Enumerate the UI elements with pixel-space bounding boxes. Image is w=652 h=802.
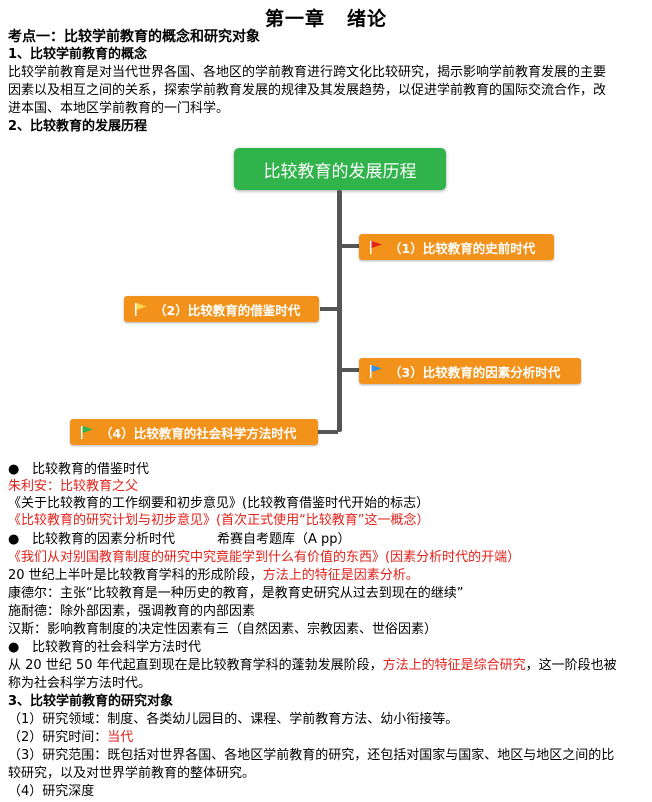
research-time-line: （2）研究时间：当代 xyxy=(8,729,133,747)
subheading-concept: 1、比较学前教育的概念 xyxy=(8,47,148,62)
orange-flag-icon xyxy=(134,302,148,316)
research-plan-line: 《比较教育的研究计划与初步意见》(首次正式使用“比较教育”这一概念） xyxy=(8,513,430,528)
chapter-title: 第一章绪论 xyxy=(0,4,652,31)
chapter-name: 绪论 xyxy=(347,8,388,30)
mindmap-root: 比较教育的发展历程 xyxy=(234,148,446,190)
definition-line-1: 比较学前教育是对当代世界各国、各地区的学前教育进行跨文化比较研究，揭示影响学前教… xyxy=(8,65,607,80)
bullet-icon: ● xyxy=(8,462,20,477)
mindmap-branch-2 xyxy=(320,307,338,311)
chapter-number: 第一章 xyxy=(264,8,325,30)
mindmap-branch-1 xyxy=(342,244,360,248)
hans-line: 汉斯：影响教育制度的决定性因素有三（自然因素、宗教因素、世俗因素） xyxy=(8,622,438,637)
bullet-item-factor: ● 比较教育的因素分析时代 希赛自考题库（A pp） xyxy=(8,531,351,549)
line-text: （2）研究时间： xyxy=(8,730,108,745)
research-depth-line: （4）研究深度 xyxy=(8,784,95,799)
watermark-text: 希赛自考题库（A pp） xyxy=(217,532,351,547)
mindmap-branch-3 xyxy=(342,368,360,372)
subheading-history: 2、比较教育的发展历程 xyxy=(8,119,148,134)
line-text: 20 世纪上半叶是比较教育学科的形成阶段， xyxy=(8,568,263,583)
bullet-item-social-science: ● 比较教育的社会科学方法时代 xyxy=(8,639,201,657)
research-scope-line: （3）研究范围：既包括对世界各国、各地区学前教育的研究，还包括对国家与国家、地区… xyxy=(8,748,615,763)
subheading-objects: 3、比较学前教育的研究对象 xyxy=(8,694,174,709)
research-field-line: （1）研究领域：制度、各类幼儿园目的、课程、学前教育方法、幼小衔接等。 xyxy=(8,712,459,727)
mindmap-trunk xyxy=(337,190,342,432)
red-flag-icon xyxy=(369,240,383,254)
highlight-text: 当代 xyxy=(107,730,134,745)
line-text: ，这一阶段也被 xyxy=(525,658,617,673)
research-scope-line-2: 较研究，以及对世界学前教育的整体研究。 xyxy=(8,766,256,781)
highlight-text: 方法上的特征是综合研究 xyxy=(382,658,526,673)
mindmap-node-label: （1）比较教育的史前时代 xyxy=(389,240,536,256)
mindmap-node-3: （3）比较教育的因素分析时代 xyxy=(359,358,581,384)
formation-stage-line: 20 世纪上半叶是比较教育学科的形成阶段，方法上的特征是因素分析。 xyxy=(8,567,419,585)
schneider-line: 施耐德：除外部因素，强调教育的内部因素 xyxy=(8,604,256,619)
social-science-era-line: 称为社会科学方法时代。 xyxy=(8,676,152,691)
bullet-text: 比较教育的社会科学方法时代 xyxy=(32,640,202,655)
definition-line-2: 因素以及相互之间的关系，探索学前教育发展的规律及其发展趋势，以促进学前教育的国际… xyxy=(8,83,607,98)
mindmap-node-label: （2）比较教育的借鉴时代 xyxy=(154,302,301,318)
blue-flag-icon xyxy=(369,364,383,378)
work-outline-line: 《关于比较教育的工作纲要和初步意见》(比较教育借鉴时代开始的标志） xyxy=(8,496,430,511)
green-flag-icon xyxy=(80,425,94,439)
mindmap-node-2: （2）比较教育的借鉴时代 xyxy=(124,296,319,322)
mindmap-branch-4 xyxy=(316,430,338,434)
bullet-icon: ● xyxy=(8,532,20,547)
highlight-text: 方法上的特征是因素分析。 xyxy=(262,568,419,583)
sadler-line: 《我们从对别国教育制度的研究中究竟能学到什么有价值的东西》(因素分析时代的开端） xyxy=(8,550,521,565)
bullet-icon: ● xyxy=(8,640,20,655)
mindmap-node-1: （1）比较教育的史前时代 xyxy=(359,234,554,260)
bullet-text: 比较教育的因素分析时代 xyxy=(32,532,176,547)
mindmap-node-label: （3）比较教育的因素分析时代 xyxy=(389,364,561,380)
topic-heading: 考点一：比较学前教育的概念和研究对象 xyxy=(8,29,260,45)
development-stage-line: 从 20 世纪 50 年代起直到现在是比较教育学科的蓬勃发展阶段，方法上的特征是… xyxy=(8,657,617,675)
julien-line: 朱利安：比较教育之父 xyxy=(8,479,139,494)
mindmap-node-label: （4）比较教育的社会科学方法时代 xyxy=(100,425,297,441)
mindmap-node-4: （4）比较教育的社会科学方法时代 xyxy=(70,419,318,445)
definition-line-3: 进本国、本地区学前教育的一门科学。 xyxy=(8,101,230,116)
kandel-line: 康德尔：主张“比较教育是一种历史的教育，是教育史研究从过去到现在的继续” xyxy=(8,586,464,601)
line-text: 从 20 世纪 50 年代起直到现在是比较教育学科的蓬勃发展阶段， xyxy=(8,658,383,673)
bullet-text: 比较教育的借鉴时代 xyxy=(32,462,150,477)
bullet-item-borrowing: ● 比较教育的借鉴时代 xyxy=(8,461,149,479)
